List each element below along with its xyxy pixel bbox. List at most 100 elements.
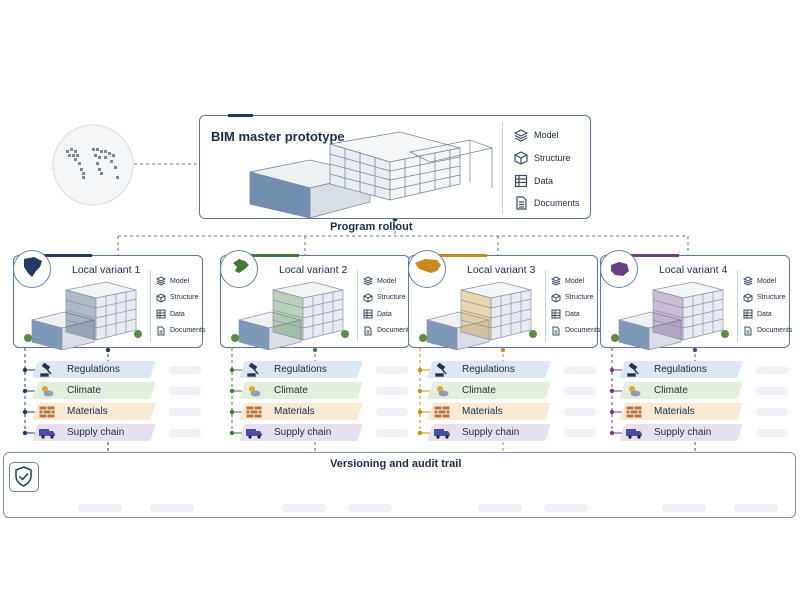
variant-legend-documents: Documents — [363, 326, 412, 336]
layer-materials[interactable]: Materials — [619, 403, 743, 420]
layer-label: Regulations — [654, 364, 707, 375]
variant-legend-label: Documents — [170, 327, 206, 334]
variant-legend-data: Data — [551, 309, 580, 319]
sun-cloud-icon — [430, 382, 454, 399]
document-icon — [516, 196, 527, 210]
truck-icon — [35, 424, 59, 441]
layer-value-placeholder — [564, 366, 596, 374]
layer-supply-chain[interactable]: Supply chain — [619, 424, 743, 441]
variant-legend-model: Model — [743, 276, 776, 286]
layers-icon — [156, 276, 166, 286]
bim-master-card[interactable]: BIM master prototype Model — [199, 114, 591, 219]
connector-node — [229, 430, 235, 436]
variant-legend-label: Documents — [757, 327, 793, 334]
truck-icon — [622, 424, 646, 441]
layer-regulations[interactable]: Regulations — [239, 361, 363, 378]
legend-data-label: Data — [534, 176, 554, 186]
layer-supply-chain[interactable]: Supply chain — [427, 424, 551, 441]
variant-legend-documents: Documents — [156, 326, 205, 336]
connector-node — [609, 409, 615, 415]
sun-cloud-icon — [242, 382, 266, 399]
variant-legend-structure: Structure — [156, 292, 199, 303]
connector-node — [417, 367, 423, 373]
legend-documents-label: Documents — [534, 198, 580, 208]
layer-value-placeholder — [564, 408, 596, 416]
layer-materials[interactable]: Materials — [239, 403, 363, 420]
bricks-icon — [430, 403, 454, 420]
variant-legend-divider — [737, 270, 738, 342]
layer-climate[interactable]: Climate — [427, 382, 551, 399]
variant-legend-model: Model — [551, 276, 584, 286]
layer-value-placeholder — [756, 408, 788, 416]
gavel-icon — [622, 361, 646, 378]
timeline-label-placeholder — [734, 504, 778, 512]
variant-legend-documents: Documents — [551, 326, 600, 336]
connector-node — [609, 430, 615, 436]
layer-label: Materials — [274, 406, 315, 417]
layer-value-placeholder — [376, 408, 408, 416]
layer-materials[interactable]: Materials — [32, 403, 156, 420]
layer-climate[interactable]: Climate — [619, 382, 743, 399]
layer-value-placeholder — [564, 387, 596, 395]
legend-structure: Structure — [514, 151, 571, 165]
master-title-underline — [228, 114, 253, 117]
layer-value-placeholder — [376, 366, 408, 374]
layer-value-placeholder — [564, 429, 596, 437]
variant-legend-documents: Documents — [743, 326, 792, 336]
variant-legend-label: Data — [170, 310, 185, 318]
layer-value-placeholder — [756, 387, 788, 395]
layer-label: Climate — [67, 385, 101, 396]
timeline-label-placeholder — [150, 504, 194, 512]
legend-model: Model — [514, 128, 559, 142]
connector-node — [609, 367, 615, 373]
layer-regulations[interactable]: Regulations — [427, 361, 551, 378]
variant-title-underline — [249, 254, 299, 257]
layer-supply-chain[interactable]: Supply chain — [32, 424, 156, 441]
connector-node — [417, 388, 423, 394]
layer-label: Climate — [654, 385, 688, 396]
australia-map-icon — [600, 250, 638, 288]
layer-value-placeholder — [756, 366, 788, 374]
variant-title: Local variant 3 — [467, 264, 536, 276]
variant-legend-data: Data — [156, 309, 185, 319]
layer-value-placeholder — [376, 387, 408, 395]
variant-legend-divider — [545, 270, 546, 342]
layer-label: Climate — [274, 385, 308, 396]
variant-legend-model: Model — [363, 276, 396, 286]
cube-icon — [514, 151, 528, 165]
variant-title: Local variant 1 — [72, 264, 141, 276]
table-icon — [363, 309, 373, 319]
variant-legend-label: Model — [170, 277, 190, 285]
layer-label: Materials — [67, 406, 108, 417]
north-america-map-icon — [13, 250, 51, 288]
variant-title-underline — [629, 254, 679, 257]
truck-icon — [242, 424, 266, 441]
layer-value-placeholder — [169, 366, 201, 374]
legend-documents: Documents — [514, 196, 580, 210]
layer-regulations[interactable]: Regulations — [32, 361, 156, 378]
cube-icon — [743, 292, 753, 303]
layer-climate[interactable]: Climate — [239, 382, 363, 399]
variant-title-underline — [42, 254, 92, 257]
layer-label: Regulations — [274, 364, 327, 375]
timeline-label-placeholder — [478, 504, 522, 512]
legend-data: Data — [514, 174, 553, 188]
asia-map-icon — [408, 250, 446, 288]
bricks-icon — [35, 403, 59, 420]
variant-legend-label: Structure — [170, 294, 199, 301]
variant-building-model — [419, 268, 537, 355]
layer-regulations[interactable]: Regulations — [619, 361, 743, 378]
variant-building-model — [611, 268, 729, 355]
layer-supply-chain[interactable]: Supply chain — [239, 424, 363, 441]
document-icon — [552, 326, 560, 335]
bricks-icon — [242, 403, 266, 420]
layer-materials[interactable]: Materials — [427, 403, 551, 420]
connector-node — [22, 388, 28, 394]
connector-node — [22, 430, 28, 436]
cube-icon — [363, 292, 373, 303]
europe-map-icon — [220, 250, 258, 288]
layer-climate[interactable]: Climate — [32, 382, 156, 399]
variant-legend-structure: Structure — [363, 292, 405, 303]
program-rollout-label: Program rollout — [330, 221, 413, 233]
